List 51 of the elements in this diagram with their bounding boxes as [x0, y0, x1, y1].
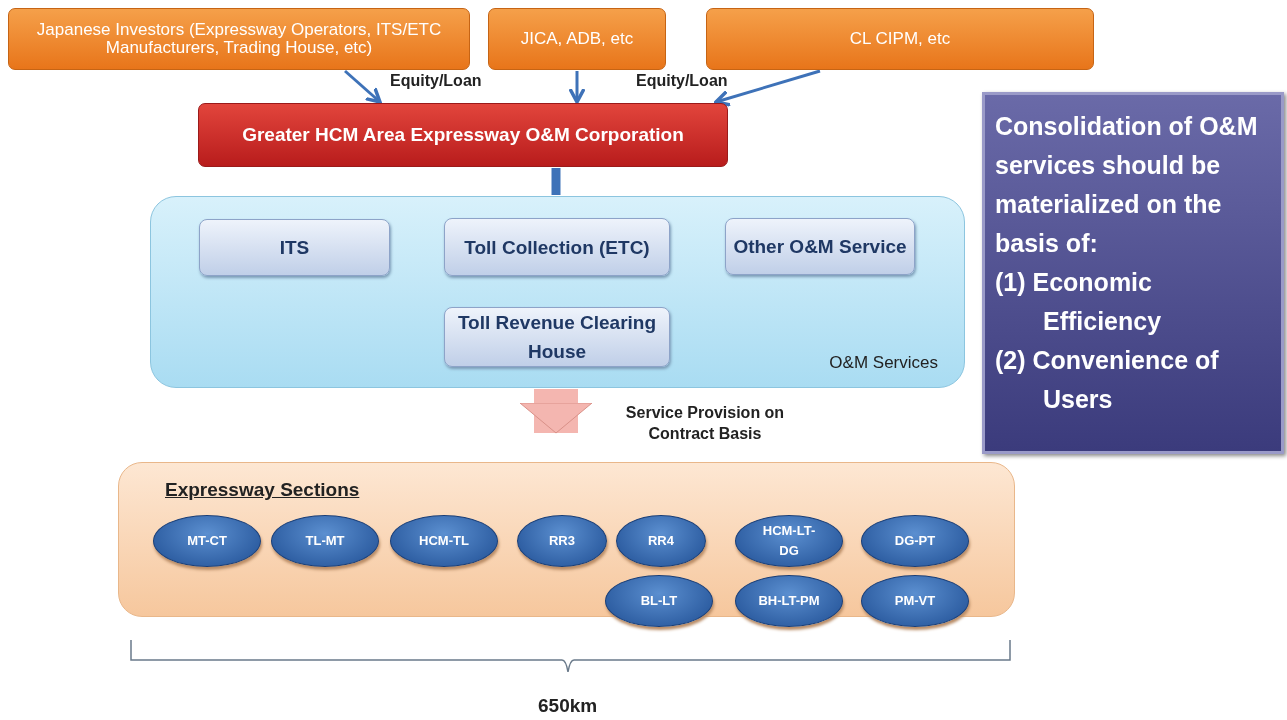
service-text: ITS [279, 236, 310, 260]
funding-source-box [706, 8, 1094, 70]
section-ellipse [616, 515, 706, 567]
section-name: BH-LT-PM [758, 592, 820, 610]
section-ellipse [735, 575, 843, 627]
section-ellipse [390, 515, 498, 567]
note-text: (1) Economic Efficiency [995, 267, 1163, 337]
funding-source-box [488, 8, 666, 70]
section-ellipse [517, 515, 607, 567]
section-name: RR4 [648, 532, 674, 550]
source-text: Japanese Investors (Expressway Operators, ITS/ETC Manufacturers, Trading House, etc) [35, 21, 443, 57]
section-ellipse [861, 515, 969, 567]
section-ellipse [153, 515, 261, 567]
service-box [444, 218, 670, 276]
arrow [714, 69, 821, 107]
edge-text: Equity/Loan [636, 72, 728, 90]
edge-text: Equity/Loan [390, 72, 482, 90]
section-ellipse [735, 515, 843, 567]
note-text: Consolidation of O&M services should be materialized on the basis of: [995, 111, 1259, 259]
section-name: RR3 [549, 532, 575, 550]
block-arrow [519, 389, 593, 434]
connector-line [551, 168, 561, 195]
section-name: TL-MT [305, 532, 345, 550]
service-text: Toll Collection (ETC) [464, 235, 650, 260]
corporation-text: Greater HCM Area Expressway O&M Corporation [242, 124, 684, 146]
section-ellipse [605, 575, 713, 627]
source-text: JICA, ADB, etc [520, 30, 634, 48]
arrow [568, 71, 586, 104]
service-text: Toll Revenue Clearing House [456, 311, 658, 364]
service-text: Other O&M Service [733, 235, 907, 259]
note-text: (2) Convenience of Users [995, 345, 1220, 415]
section-name: PM-VT [894, 592, 936, 610]
service-box [725, 218, 915, 275]
dimension-label: 650km [538, 695, 598, 717]
funding-source-box [8, 8, 470, 70]
section-name: BL-LT [640, 592, 678, 610]
section-name: DG-PT [894, 532, 936, 550]
section-ellipse [861, 575, 969, 627]
note-panel [982, 92, 1284, 454]
panel-caption: O&M Services [829, 353, 938, 373]
service-box [444, 307, 670, 367]
services-panel [150, 196, 965, 388]
section-ellipse [271, 515, 379, 567]
section-name: HCM-TL [419, 532, 469, 550]
section-name: HCM-LT-DG [761, 522, 817, 560]
section-name: MT-CT [187, 532, 227, 550]
arrow [344, 69, 382, 104]
panel-heading: Expressway Sections [165, 479, 360, 501]
service-box [199, 219, 390, 276]
corporation-box [198, 103, 728, 167]
source-text: CL CIPM, etc [849, 30, 951, 48]
